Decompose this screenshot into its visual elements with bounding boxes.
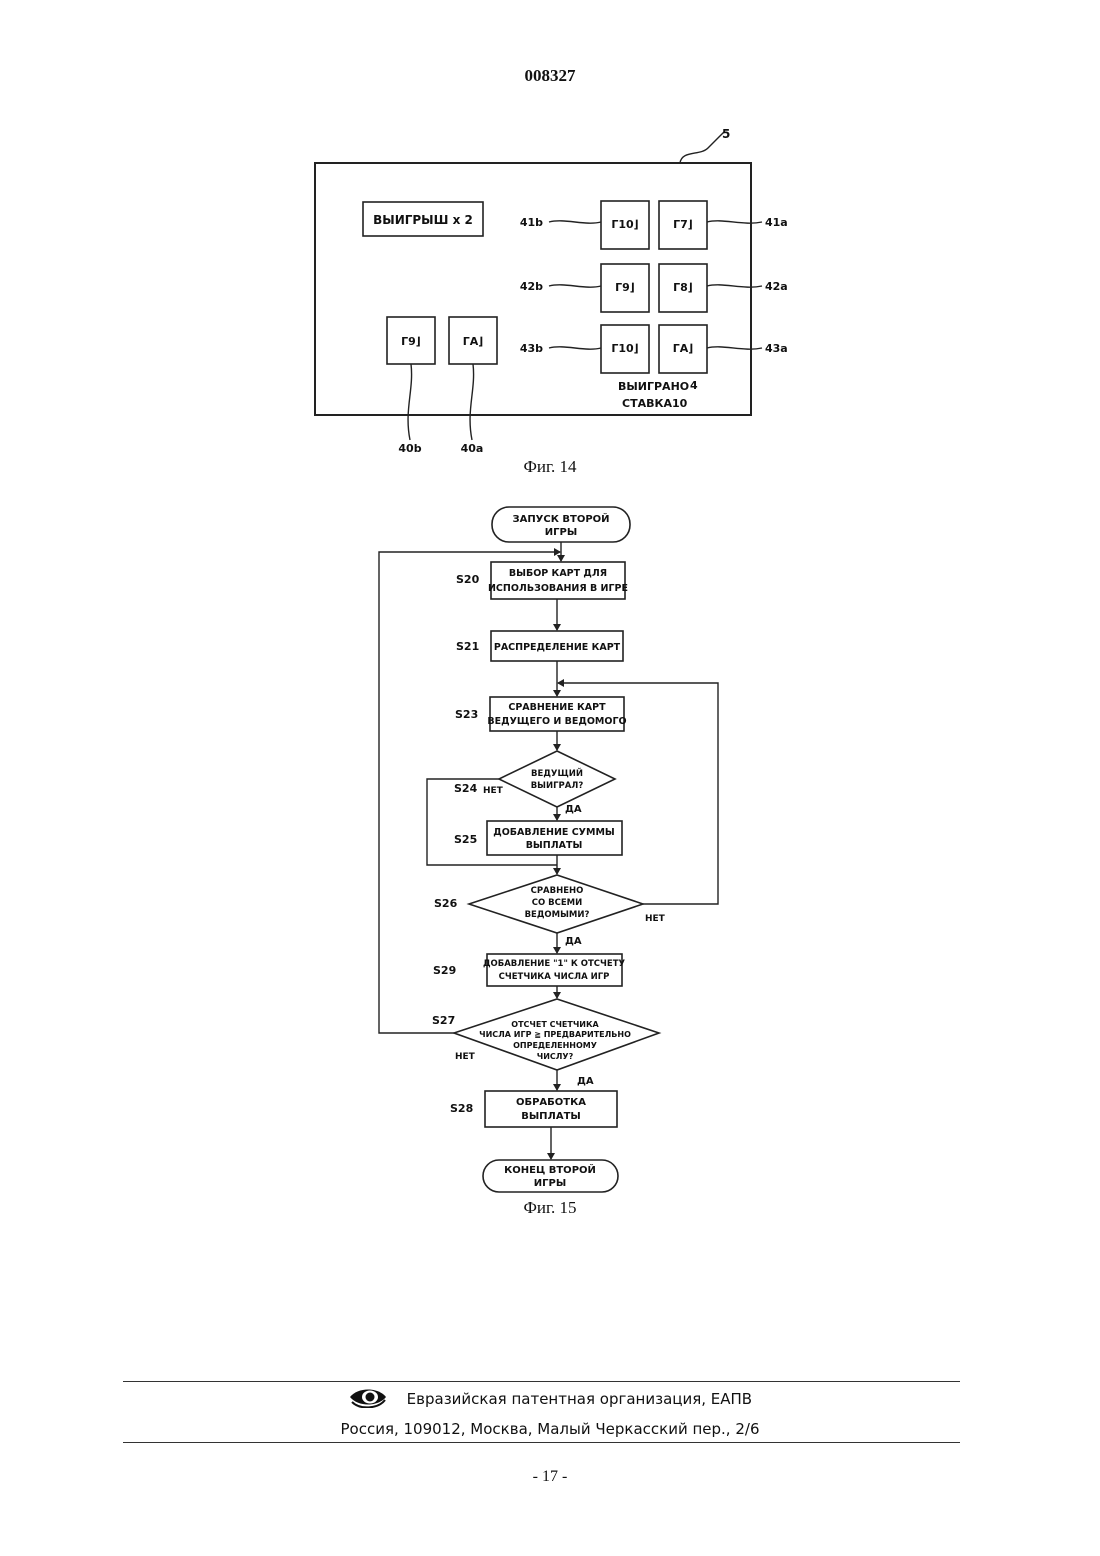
step-s28-text-1: ОБРАБОТКА — [516, 1097, 586, 1108]
decision-s26-text-2: СО ВСЕМИ — [532, 898, 583, 908]
decision-s24-yes: ДА — [565, 804, 582, 815]
decision-s27-label: S27 — [432, 1014, 455, 1027]
start-text-2: ИГРЫ — [545, 527, 577, 538]
footer-organization: Евразийская патентная организация, ЕАПВ — [407, 1390, 752, 1408]
step-s28-label: S28 — [450, 1102, 473, 1115]
step-s23-label: S23 — [455, 708, 478, 721]
step-s20-label: S20 — [456, 573, 480, 586]
start-text-1: ЗАПУСК ВТОРОЙ — [512, 512, 609, 525]
footer-organization-row: Евразийская патентная организация, ЕАПВ — [0, 1386, 1100, 1412]
decision-s26-label: S26 — [434, 897, 458, 910]
step-s20-text-2: ИСПОЛЬЗОВАНИЯ В ИГРЕ — [488, 583, 628, 594]
decision-s26-no: НЕТ — [645, 914, 666, 924]
decision-s26-text-3: ВЕДОМЫМИ? — [525, 910, 590, 920]
step-s29-text-1: ДОБАВЛЕНИЕ "1" К ОТСЧЕТУ — [483, 959, 626, 969]
step-s25-text-1: ДОБАВЛЕНИЕ СУММЫ — [493, 827, 615, 838]
figure-15-caption: Фиг. 15 — [0, 1198, 1100, 1218]
end-text-2: ИГРЫ — [534, 1178, 566, 1189]
decision-s27-text-4: ЧИСЛУ? — [537, 1052, 574, 1061]
step-s20-text-1: ВЫБОР КАРТ ДЛЯ — [509, 568, 607, 579]
decision-s24-label: S24 — [454, 782, 478, 795]
page-number: - 17 - — [0, 1468, 1100, 1486]
step-s21-label: S21 — [456, 640, 479, 653]
eapo-eye-logo-icon — [348, 1386, 388, 1412]
decision-s26-text-1: СРАВНЕНО — [531, 886, 584, 896]
step-s28-text-2: ВЫПЛАТЫ — [521, 1111, 581, 1122]
figure-15-flowchart: ЗАПУСК ВТОРОЙ ИГРЫ ВЫБОР КАРТ ДЛЯ ИСПОЛЬ… — [0, 0, 1100, 1200]
end-text-1: КОНЕЦ ВТОРОЙ — [504, 1163, 596, 1176]
decision-s27-text-1: ОТСЧЕТ СЧЕТЧИКА — [511, 1020, 599, 1029]
step-s29-text-2: СЧЕТЧИКА ЧИСЛА ИГР — [499, 972, 610, 982]
decision-s26-yes: ДА — [565, 936, 582, 947]
step-s23-text-1: СРАВНЕНИЕ КАРТ — [508, 702, 606, 713]
step-s25-text-2: ВЫПЛАТЫ — [526, 840, 583, 851]
step-s29-label: S29 — [433, 964, 456, 977]
step-s25-label: S25 — [454, 833, 477, 846]
decision-s27-text-2: ЧИСЛА ИГР ≧ ПРЕДВАРИТЕЛЬНО — [479, 1030, 631, 1039]
footer-address: Россия, 109012, Москва, Малый Черкасский… — [0, 1420, 1100, 1438]
decision-s27-no: НЕТ — [455, 1052, 476, 1062]
decision-s24 — [499, 751, 615, 807]
decision-s27-text-3: ОПРЕДЕЛЕННОМУ — [513, 1041, 597, 1050]
step-s23-text-2: ВЕДУЩЕГО И ВЕДОМОГО — [487, 716, 626, 727]
decision-s24-text-1: ВЕДУЩИЙ — [531, 767, 583, 779]
decision-s27-yes: ДА — [577, 1076, 594, 1087]
footer-divider-top — [123, 1381, 960, 1382]
decision-s24-no: НЕТ — [483, 786, 504, 796]
footer-divider-bottom — [123, 1442, 960, 1443]
step-s21-text: РАСПРЕДЕЛЕНИЕ КАРТ — [494, 642, 621, 653]
decision-s24-text-2: ВЫИГРАЛ? — [531, 781, 584, 791]
